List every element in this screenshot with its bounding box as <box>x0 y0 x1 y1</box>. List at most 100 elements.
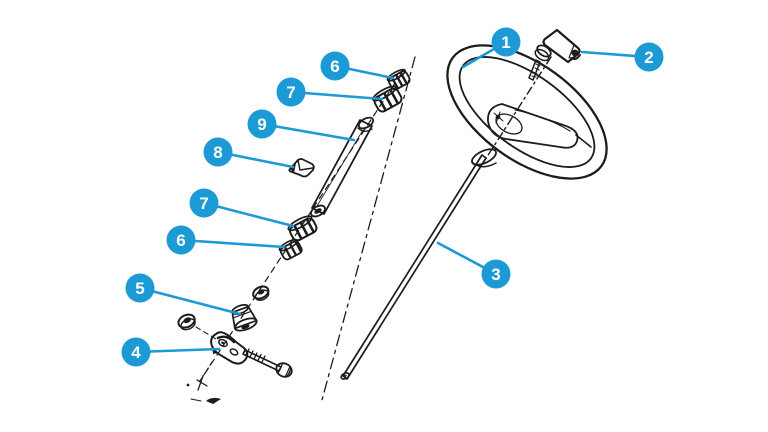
callout-9[interactable]: 9 <box>247 109 277 139</box>
callout-1[interactable]: 1 <box>491 27 521 57</box>
callout-6-upper-circle[interactable] <box>320 51 350 81</box>
emblem-hole <box>571 49 579 57</box>
callout-1-number: 1 <box>501 33 510 52</box>
callout-5-circle[interactable] <box>125 273 155 303</box>
callout-6-upper[interactable]: 6 <box>320 51 350 81</box>
bracket-slot <box>218 338 228 348</box>
callout-7-upper-number: 7 <box>286 83 295 102</box>
nut-lower-top <box>278 238 299 252</box>
steering-shaft <box>340 148 497 380</box>
leader-7-upper <box>289 90 384 101</box>
ribbed-bushing-upper <box>371 85 403 113</box>
wheel-axis-line <box>484 56 552 161</box>
callout-6-upper-number: 6 <box>330 57 339 76</box>
emblem-corner-curl <box>570 54 581 60</box>
callout-2[interactable]: 2 <box>634 42 664 72</box>
ribbed-nut-upper <box>386 68 411 91</box>
nut-lower-body <box>279 240 303 261</box>
column-axis-line <box>321 56 416 401</box>
bracket-hole <box>229 348 239 356</box>
small-nut-hole <box>183 317 192 324</box>
callout-7-lower[interactable]: 7 <box>189 188 219 218</box>
hub-bolt-threads <box>531 63 541 78</box>
emblem-fold-line <box>568 44 575 59</box>
wheel-hub-pad <box>487 103 579 149</box>
bushing-upper-top <box>371 85 397 102</box>
leader-9 <box>260 122 356 142</box>
callout-7-upper-circle[interactable] <box>276 77 306 107</box>
shaft-body <box>342 154 487 380</box>
callout-4[interactable]: 4 <box>121 337 151 367</box>
tube-bottom-hole <box>314 208 322 214</box>
leader-6-lower <box>179 238 286 249</box>
ribbed-bushing-lower <box>287 215 318 242</box>
callout-5-number: 5 <box>135 279 144 298</box>
callout-9-number: 9 <box>257 115 266 134</box>
ring-nut <box>252 285 270 302</box>
callout-8-circle[interactable] <box>203 137 233 167</box>
bolt-head-shade <box>285 366 291 378</box>
bolt-head-outline <box>275 362 293 378</box>
tube-body <box>311 119 373 215</box>
callout-7-lower-number: 7 <box>199 194 208 213</box>
leader-5 <box>138 286 242 316</box>
callout-4-number: 4 <box>131 343 141 362</box>
ribbed-nut-lower <box>278 238 303 261</box>
clip-outline <box>288 158 315 178</box>
callout-6-lower-circle[interactable] <box>166 225 196 255</box>
bushing5-hole <box>241 324 250 330</box>
tube-highlight <box>316 129 364 207</box>
hub-bolt <box>528 44 552 81</box>
bolt-head <box>275 362 293 378</box>
bushing-lower-top <box>287 215 313 232</box>
hub-highlight-line <box>514 109 571 132</box>
callout-8[interactable]: 8 <box>203 137 233 167</box>
hub-keyway-ticks <box>493 111 504 124</box>
bushing5-step-line <box>232 310 252 319</box>
wheel-rim-outer <box>446 44 608 180</box>
callout-4-circle[interactable] <box>121 337 151 367</box>
callout-3[interactable]: 3 <box>481 259 511 289</box>
callout-6-lower[interactable]: 6 <box>166 225 196 255</box>
ghost-part-outline <box>186 361 221 404</box>
nut-upper-top <box>386 68 407 82</box>
callout-2-circle[interactable] <box>634 42 664 72</box>
hub-bolt-shank <box>528 59 541 81</box>
bushing5-skirt <box>231 305 258 330</box>
ring-nut-hole <box>257 289 265 295</box>
callout-8-number: 8 <box>213 143 222 162</box>
callout-3-circle[interactable] <box>481 259 511 289</box>
callout-1-circle[interactable] <box>491 27 521 57</box>
bushing-lower-body <box>288 217 318 242</box>
ghost-dot <box>186 383 190 387</box>
hub-bolt-head-side <box>534 48 550 62</box>
bracket-edge-line <box>216 335 236 344</box>
ghost-tick <box>190 398 202 402</box>
callout-5[interactable]: 5 <box>125 273 155 303</box>
emblem-outline <box>542 28 581 64</box>
hub-spoke-line <box>575 134 592 148</box>
bracket-slot-hole <box>221 341 225 345</box>
callout-2-number: 2 <box>644 48 653 67</box>
tube-bottom-rim <box>310 204 326 218</box>
tube-top-rim <box>357 116 375 130</box>
clamp-bracket-assembly <box>210 331 293 378</box>
column-tube <box>310 116 375 218</box>
tube-top-collar <box>357 127 373 132</box>
shaft-flange <box>471 148 497 166</box>
callout-7-lower-circle[interactable] <box>189 188 219 218</box>
bracket-outline <box>210 331 249 365</box>
callout-9-circle[interactable] <box>247 109 277 139</box>
leader-7-lower <box>202 201 295 228</box>
bolt-head-facets <box>277 362 291 377</box>
clip-fold-line <box>297 159 314 171</box>
small-nut <box>177 313 196 331</box>
ghost-cross-mark <box>196 375 208 391</box>
shaft-tip-hole <box>343 374 347 378</box>
ring-nut-body <box>252 285 270 300</box>
small-nut-body <box>177 313 196 329</box>
callout-3-number: 3 <box>491 265 500 284</box>
callout-7-upper[interactable]: 7 <box>276 77 306 107</box>
horn-emblem-plate <box>542 28 581 64</box>
